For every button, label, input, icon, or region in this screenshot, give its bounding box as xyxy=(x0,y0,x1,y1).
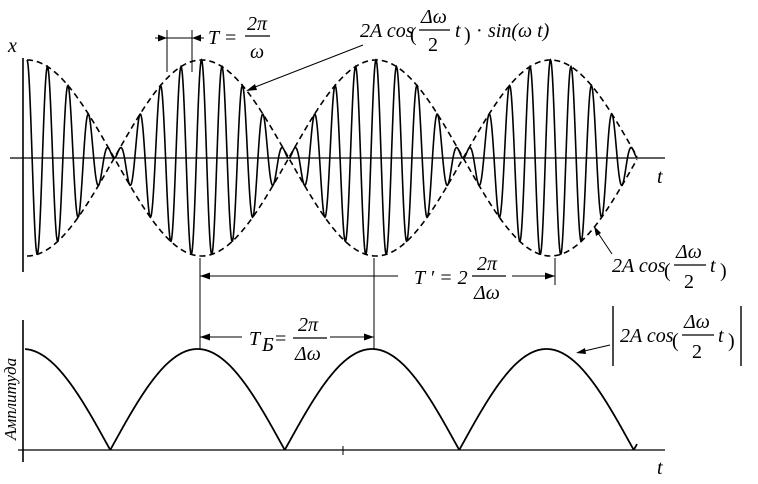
svg-text:2: 2 xyxy=(692,341,702,363)
svg-text:(: ( xyxy=(410,24,417,46)
top-panel: x t T = 2π ω 2A cos ( Δω 2 t ) xyxy=(7,6,727,350)
svg-text:·: · xyxy=(476,20,483,42)
svg-text:2A cos: 2A cos xyxy=(360,20,414,42)
svg-text:(: ( xyxy=(664,260,671,282)
svg-text:T: T xyxy=(249,328,262,350)
svg-text:2A cos: 2A cos xyxy=(620,325,674,347)
beat-signal-curve xyxy=(26,58,638,256)
svg-text:T ′ = 2: T ′ = 2 xyxy=(414,267,468,289)
svg-text:sin(ω t): sin(ω t) xyxy=(488,20,550,42)
svg-text:2π: 2π xyxy=(298,314,319,336)
beat-period-label: T Б = 2π Δω xyxy=(249,314,327,365)
absolute-envelope-curve xyxy=(25,348,638,451)
svg-text:2: 2 xyxy=(428,34,438,56)
svg-text:T =: T = xyxy=(208,27,237,49)
svg-text:t: t xyxy=(455,20,461,42)
svg-text:2A cos: 2A cos xyxy=(612,255,666,277)
svg-text:2π: 2π xyxy=(247,13,268,35)
envelope-period-dimension xyxy=(199,258,556,350)
svg-text:2: 2 xyxy=(684,271,694,293)
svg-text:Δω: Δω xyxy=(294,343,321,365)
beat-period-dimension xyxy=(200,258,375,350)
svg-text:Δω: Δω xyxy=(675,241,702,263)
signal-formula-label: 2A cos ( Δω 2 t ) · sin(ω t) xyxy=(246,6,550,91)
svg-text:Δω: Δω xyxy=(683,311,710,333)
top-y-axis-label: x xyxy=(7,35,17,57)
svg-text:ω: ω xyxy=(250,41,264,63)
svg-text:t: t xyxy=(710,255,716,277)
envelope-negative-curve xyxy=(27,59,638,257)
top-x-axis-label: t xyxy=(657,166,663,188)
abs-envelope-formula-label: 2A cos ( Δω 2 t ) xyxy=(576,306,742,366)
svg-text:Δω: Δω xyxy=(420,6,447,28)
svg-text:2π: 2π xyxy=(477,253,498,275)
svg-text:=: = xyxy=(275,328,286,350)
svg-text:Δω: Δω xyxy=(473,282,500,304)
svg-text:t: t xyxy=(718,325,724,347)
bottom-x-axis-label: t xyxy=(657,457,663,479)
svg-text:): ) xyxy=(728,330,735,352)
envelope-period-label: T ′ = 2 2π Δω xyxy=(414,253,506,304)
svg-text:): ) xyxy=(720,260,727,282)
svg-text:): ) xyxy=(464,24,471,46)
bottom-panel: Амплитуда t T Б = 2π Δω 2A cos ( Δω xyxy=(1,258,742,479)
period-dimension xyxy=(155,30,204,72)
svg-text:Б: Б xyxy=(261,334,274,356)
svg-text:(: ( xyxy=(672,330,679,352)
bottom-y-axis-label: Амплитуда xyxy=(1,358,20,441)
envelope-formula-label: 2A cos ( Δω 2 t ) xyxy=(594,226,727,293)
period-label: T = 2π ω xyxy=(208,13,270,63)
